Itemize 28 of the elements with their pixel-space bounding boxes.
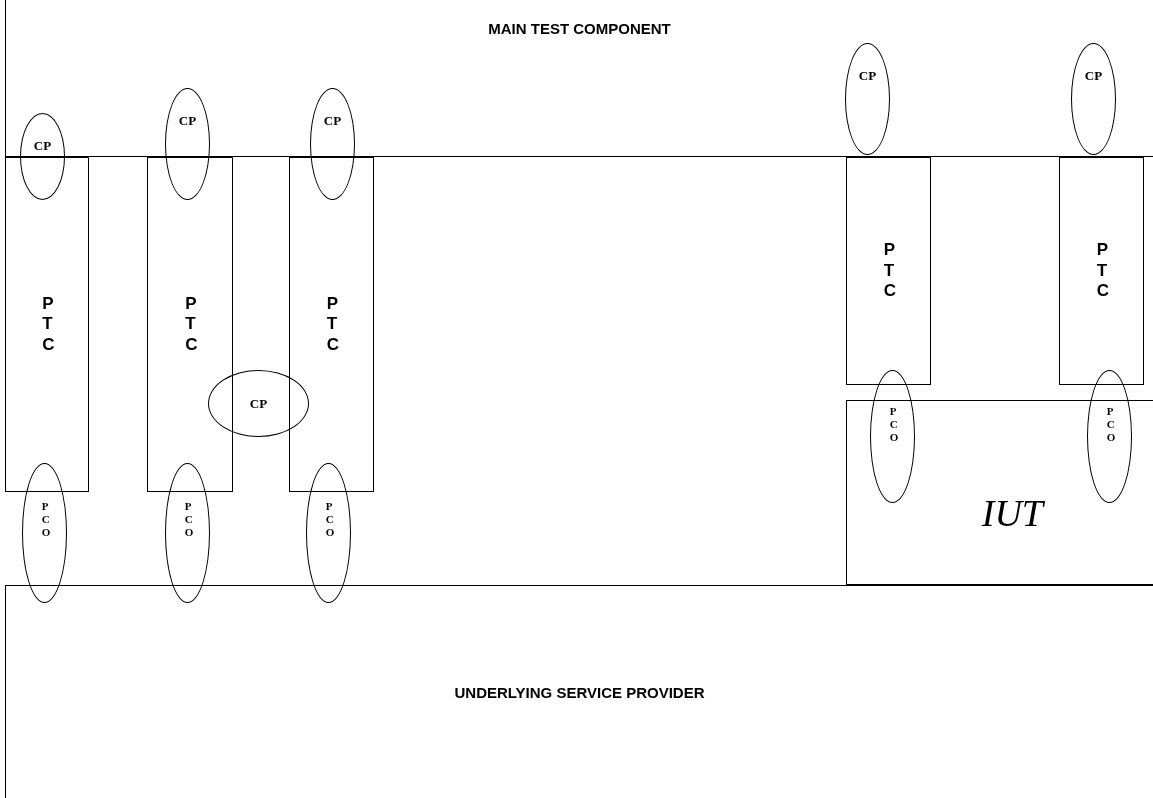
point-label: CP: [178, 113, 197, 129]
point-label: CP: [249, 395, 268, 412]
component-box: [289, 157, 374, 492]
point-label: CP: [1084, 68, 1103, 84]
point-label: P C O: [41, 500, 48, 540]
component-label: P T C: [185, 293, 195, 356]
component-label: P T C: [1096, 240, 1107, 302]
component-box: [846, 157, 931, 385]
point-label: P C O: [325, 500, 332, 540]
point-label: P C O: [889, 405, 896, 445]
point-label: CP: [323, 113, 342, 129]
component-box: [147, 157, 233, 492]
component-label: MAIN TEST COMPONENT: [488, 20, 671, 37]
component-label: P T C: [326, 293, 337, 356]
implementation-box: [846, 400, 1153, 585]
point-label: P C O: [1106, 405, 1113, 445]
provider-label: UNDERLYING SERVICE PROVIDER: [454, 683, 705, 701]
implementation-label: IUT: [981, 490, 1043, 535]
point-label: CP: [858, 68, 877, 84]
point-label: CP: [33, 138, 52, 154]
component-box: [5, 0, 1153, 157]
provider-box: [5, 585, 1153, 798]
point-ellipse: [208, 370, 309, 437]
component-box: [5, 157, 89, 492]
component-label: P T C: [42, 293, 52, 356]
point-label: P C O: [184, 500, 191, 540]
component-box: [1059, 157, 1144, 385]
component-label: P T C: [883, 240, 894, 302]
